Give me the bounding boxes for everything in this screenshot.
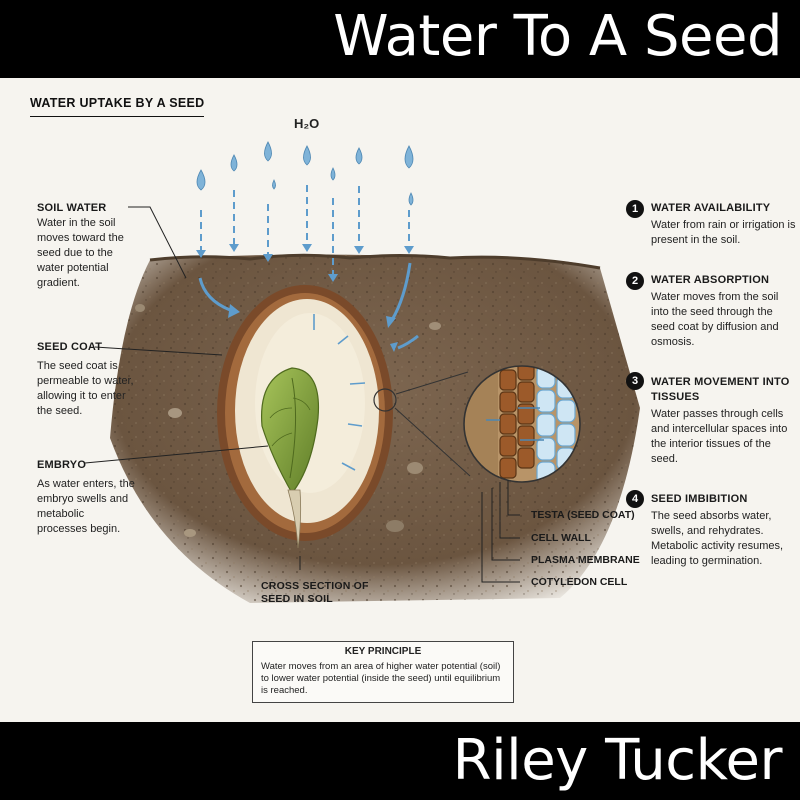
diagram-title: WATER UPTAKE BY A SEED — [30, 96, 205, 117]
radicle — [287, 489, 302, 549]
testa-label: TESTA (SEED COAT) — [531, 509, 635, 521]
seed-coat-text: The seed coat is permeable to water, all… — [37, 360, 134, 417]
step-2: WATER ABSORPTION Water moves from the so… — [651, 273, 796, 350]
step-3: WATER MOVEMENT INTO TISSUES Water passes… — [651, 375, 796, 467]
key-principle-text: Water moves from an area of higher water… — [261, 661, 501, 696]
soil-surface — [149, 253, 601, 270]
step-2-text: Water moves from the soil into the seed … — [651, 291, 779, 348]
cotyledon-cell-label: COTYLEDON CELL — [531, 576, 628, 588]
step-1-heading: WATER AVAILABILITY — [651, 202, 771, 214]
plasma-membrane-label: PLASMA MEMBRANE — [531, 554, 640, 566]
step-1-text: Water from rain or irrigation is present… — [651, 219, 796, 246]
soil-water-label: SOIL WATER Water in the soil moves towar… — [37, 201, 137, 291]
water-drops — [196, 141, 414, 206]
soil-water-text: Water in the soil moves toward the seed … — [37, 217, 124, 289]
cross-section-label: CROSS SECTION OF SEED IN SOIL — [261, 580, 369, 605]
step-4-text: The seed absorbs water, swells, and rehy… — [651, 510, 784, 567]
seed-illustration — [84, 141, 640, 603]
step-4-badge: 4 — [626, 490, 644, 508]
step-1-badge: 1 — [626, 200, 644, 218]
key-principle-box: KEY PRINCIPLE Water moves from an area o… — [252, 641, 514, 703]
seed-coat-heading: SEED COAT — [37, 341, 103, 353]
step-3-badge: 3 — [626, 372, 644, 390]
step-2-heading: WATER ABSORPTION — [651, 274, 770, 286]
seed-coat-label: SEED COAT The seed coat is permeable to … — [37, 340, 137, 419]
step-2-badge: 2 — [626, 272, 644, 290]
interior-flow-arrows — [313, 314, 366, 471]
falling-water-arrows — [200, 185, 410, 274]
artist-name: Riley Tucker — [452, 728, 783, 793]
artist-band: Riley Tucker — [0, 722, 800, 800]
left-leader-lines — [84, 206, 301, 570]
cell-leader-lines — [481, 480, 520, 583]
step-3-text: Water passes through cells and intercell… — [651, 408, 788, 465]
h2o-label: H₂O — [294, 116, 320, 131]
magnified-cells — [464, 366, 580, 482]
diagram-artwork: WATER UPTAKE BY A SEED H₂O SOIL WATER Wa… — [0, 78, 800, 722]
key-principle-title: KEY PRINCIPLE — [344, 646, 422, 657]
cell-wall-label: CELL WALL — [531, 532, 591, 544]
step-1: WATER AVAILABILITY Water from rain or ir… — [651, 201, 796, 248]
soil-water-heading: SOIL WATER — [37, 202, 107, 214]
step-3-heading: WATER MOVEMENT INTO TISSUES — [651, 376, 790, 403]
title-band: Water To A Seed — [0, 0, 800, 78]
zoom-source-circle — [373, 388, 397, 412]
step-4-heading: SEED IMBIBITION — [651, 493, 748, 505]
album-title: Water To A Seed — [333, 4, 782, 69]
magnifier-circle — [463, 365, 581, 483]
embryo-heading: EMBRYO — [37, 459, 87, 471]
embryo-label: EMBRYO As water enters, the embryo swell… — [37, 458, 137, 537]
step-4: SEED IMBIBITION The seed absorbs water, … — [651, 492, 796, 569]
soil-flow-arrows — [198, 262, 419, 350]
embryo-text: As water enters, the embryo swells and m… — [37, 478, 135, 535]
